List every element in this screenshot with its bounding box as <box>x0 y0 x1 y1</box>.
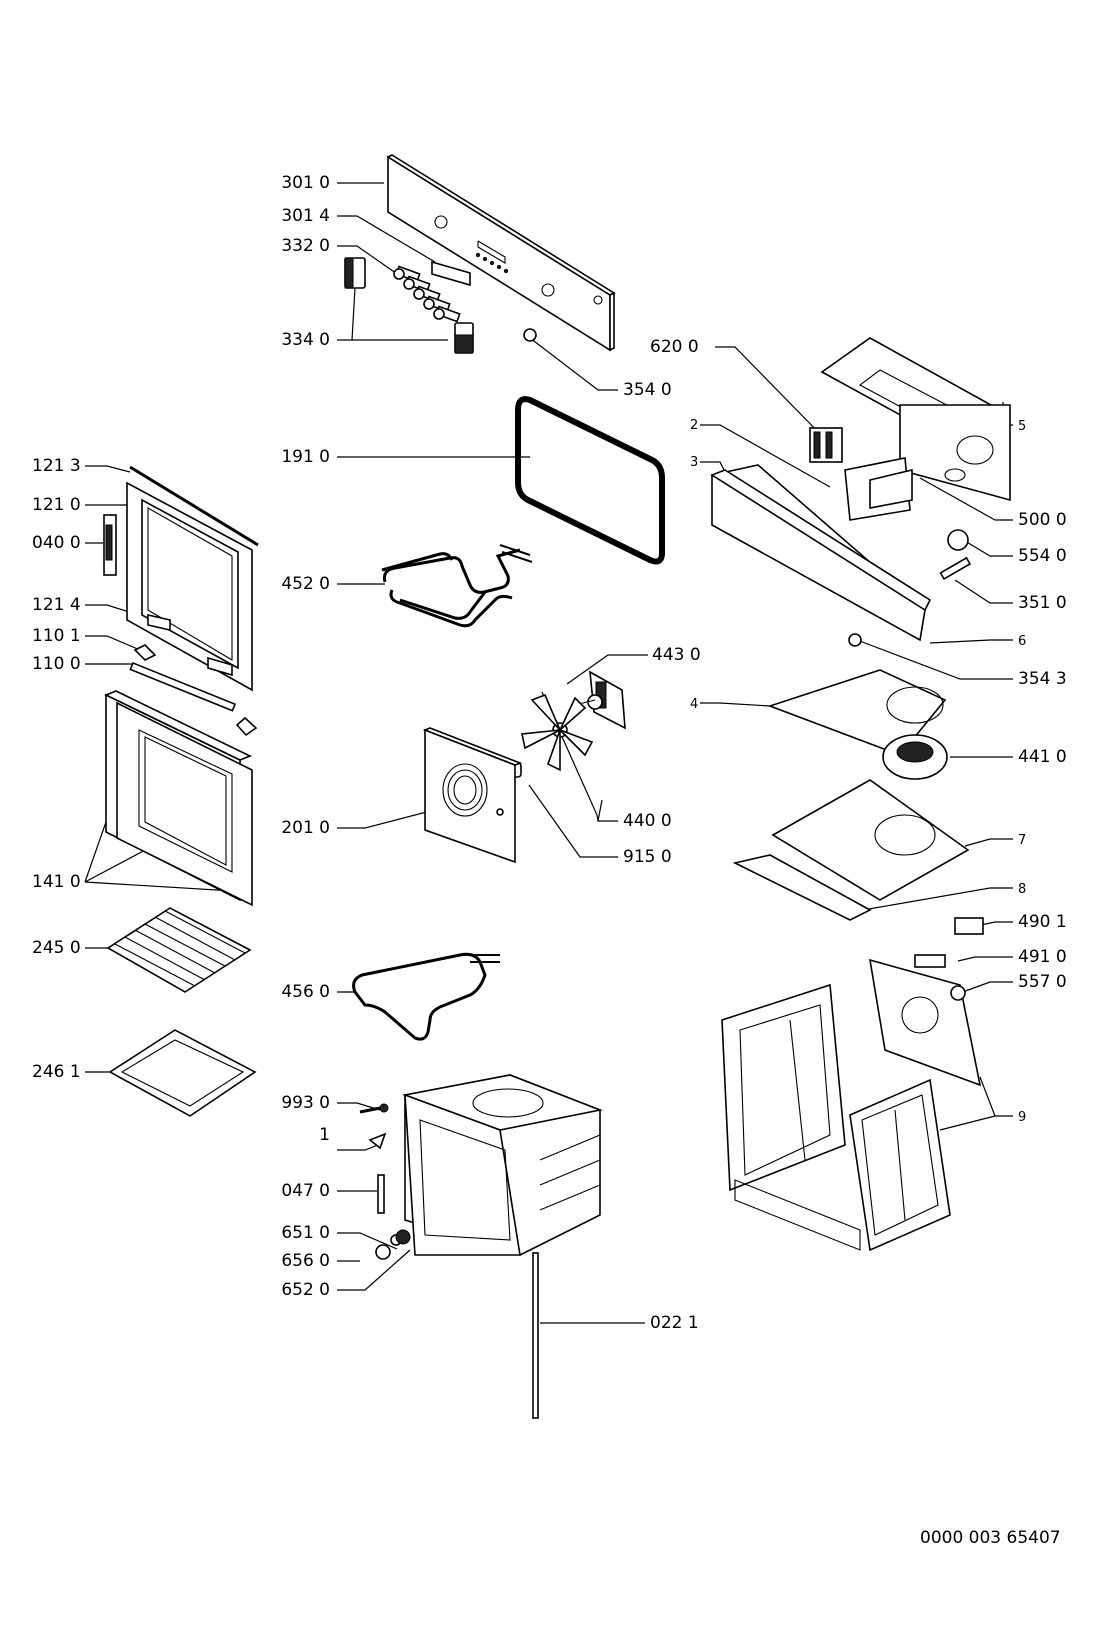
fan-motor <box>574 670 626 730</box>
fan-blade <box>521 693 594 772</box>
cavity-small-parts <box>359 1103 411 1260</box>
label-441-0: 441 0 <box>1018 747 1067 767</box>
label-334-0: 334 0 <box>281 330 330 350</box>
label-141-0: 141 0 <box>32 872 81 892</box>
label-121-3: 121 3 <box>32 456 81 476</box>
thermostat-switch <box>848 529 972 647</box>
knob-shafts <box>393 265 461 323</box>
switch-block <box>809 427 843 463</box>
rear-panel-9 <box>869 917 984 1087</box>
side-panels-9 <box>721 983 951 1252</box>
label-7: 7 <box>1018 833 1027 848</box>
label-491-0: 491 0 <box>1018 947 1067 967</box>
label-440-0: 440 0 <box>623 811 672 831</box>
label-047-0: 047 0 <box>281 1181 330 1201</box>
lamp-cover <box>523 328 537 342</box>
rear-fan-cover <box>422 727 523 864</box>
door-seal-strip <box>532 1252 539 1419</box>
label-246-1: 246 1 <box>32 1062 81 1082</box>
label-5: 5 <box>1018 419 1027 434</box>
label-201-0: 201 0 <box>281 818 330 838</box>
label-191-0: 191 0 <box>281 447 330 467</box>
label-9: 9 <box>1018 1110 1027 1125</box>
label-490-1: 490 1 <box>1018 912 1067 932</box>
wire-shelf <box>106 907 252 993</box>
door-gasket <box>515 396 665 565</box>
oven-door <box>103 465 259 692</box>
label-656-0: 656 0 <box>281 1251 330 1271</box>
label-040-0: 040 0 <box>32 533 81 553</box>
label-557-0: 557 0 <box>1018 972 1067 992</box>
control-panel <box>386 154 616 352</box>
label-620-0: 620 0 <box>650 337 699 357</box>
fan-housing-plate <box>767 669 948 780</box>
label-351-0: 351 0 <box>1018 593 1067 613</box>
label-3: 3 <box>690 455 699 470</box>
panel-clips <box>344 257 474 354</box>
label-1: 1 <box>319 1125 330 1145</box>
label-121-0: 121 0 <box>32 495 81 515</box>
door-hinges <box>129 644 258 737</box>
label-245-0: 245 0 <box>32 938 81 958</box>
label-651-0: 651 0 <box>281 1223 330 1243</box>
label-993-0: 993 0 <box>281 1093 330 1113</box>
label-554-0: 554 0 <box>1018 546 1067 566</box>
label-915-0: 915 0 <box>623 847 672 867</box>
label-354-3: 354 3 <box>1018 669 1067 689</box>
top-heating-element <box>381 544 533 628</box>
baking-tray <box>108 1029 257 1117</box>
label-500-0: 500 0 <box>1018 510 1067 530</box>
door-glass-panels <box>104 690 253 907</box>
label-4: 4 <box>690 697 699 712</box>
label-6: 6 <box>1018 634 1027 649</box>
label-022-1: 022 1 <box>650 1313 699 1333</box>
label-332-0: 332 0 <box>281 236 330 256</box>
label-452-0: 452 0 <box>281 574 330 594</box>
display-window <box>431 260 471 287</box>
top-cover-panel <box>820 337 1011 502</box>
label-8: 8 <box>1018 882 1027 897</box>
label-301-4: 301 4 <box>281 206 330 226</box>
label-456-0: 456 0 <box>281 982 330 1002</box>
label-354-0: 354 0 <box>623 380 672 400</box>
label-301-0: 301 0 <box>281 173 330 193</box>
label-652-0: 652 0 <box>281 1280 330 1300</box>
label-121-4: 121 4 <box>32 595 81 615</box>
label-110-0: 110 0 <box>32 654 81 674</box>
label-443-0: 443 0 <box>652 645 701 665</box>
front-frame <box>710 457 932 642</box>
document-number: 0000 003 65407 <box>920 1528 1061 1548</box>
bottom-cover <box>732 779 970 921</box>
label-2: 2 <box>690 418 699 433</box>
bottom-heating-element <box>352 952 500 1041</box>
oven-cavity <box>402 1074 603 1256</box>
label-110-1: 110 1 <box>32 626 81 646</box>
